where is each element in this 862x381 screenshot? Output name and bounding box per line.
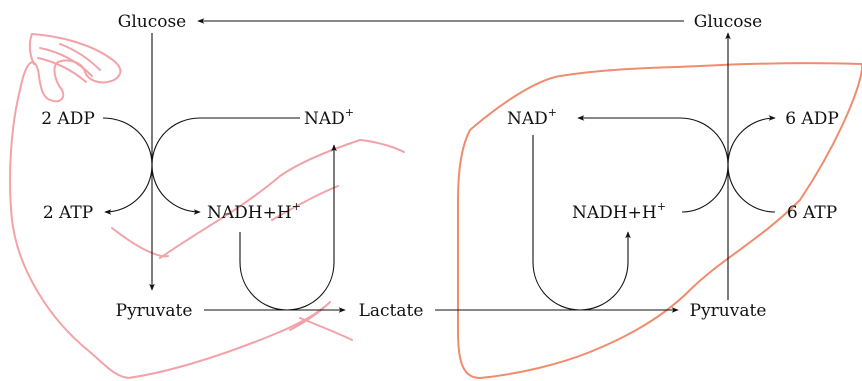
liver-glucose-label: Glucose bbox=[694, 12, 763, 32]
liver-atp-label: 6 ATP bbox=[787, 203, 837, 223]
muscle-atp-label: 2 ATP bbox=[43, 203, 93, 223]
liver-adp-label: 6 ADP bbox=[785, 109, 839, 129]
muscle-adp-label: 2 ADP bbox=[41, 109, 95, 129]
muscle-pyruvate-label: Pyruvate bbox=[116, 301, 193, 321]
liver-nad-label: NAD+ bbox=[507, 106, 557, 129]
muscle-nad-label: NAD+ bbox=[304, 106, 354, 129]
muscle-nadh-label: NADH+H+ bbox=[207, 200, 301, 223]
liver-nadh-to-nad-arrow bbox=[578, 118, 728, 212]
lactate-label: Lactate bbox=[359, 301, 424, 321]
liver-nadh-label: NADH+H+ bbox=[572, 200, 666, 223]
liver-atp-adp-arrow bbox=[728, 118, 775, 212]
liver-pyruvate-label: Pyruvate bbox=[690, 301, 767, 321]
muscle-nad-to-nadh-arrow bbox=[152, 118, 300, 212]
muscle-adp-atp-arrow bbox=[103, 118, 152, 212]
pyruvate-to-lactate-recycle-arrow bbox=[240, 145, 334, 310]
muscle-glucose-label: Glucose bbox=[118, 12, 187, 32]
